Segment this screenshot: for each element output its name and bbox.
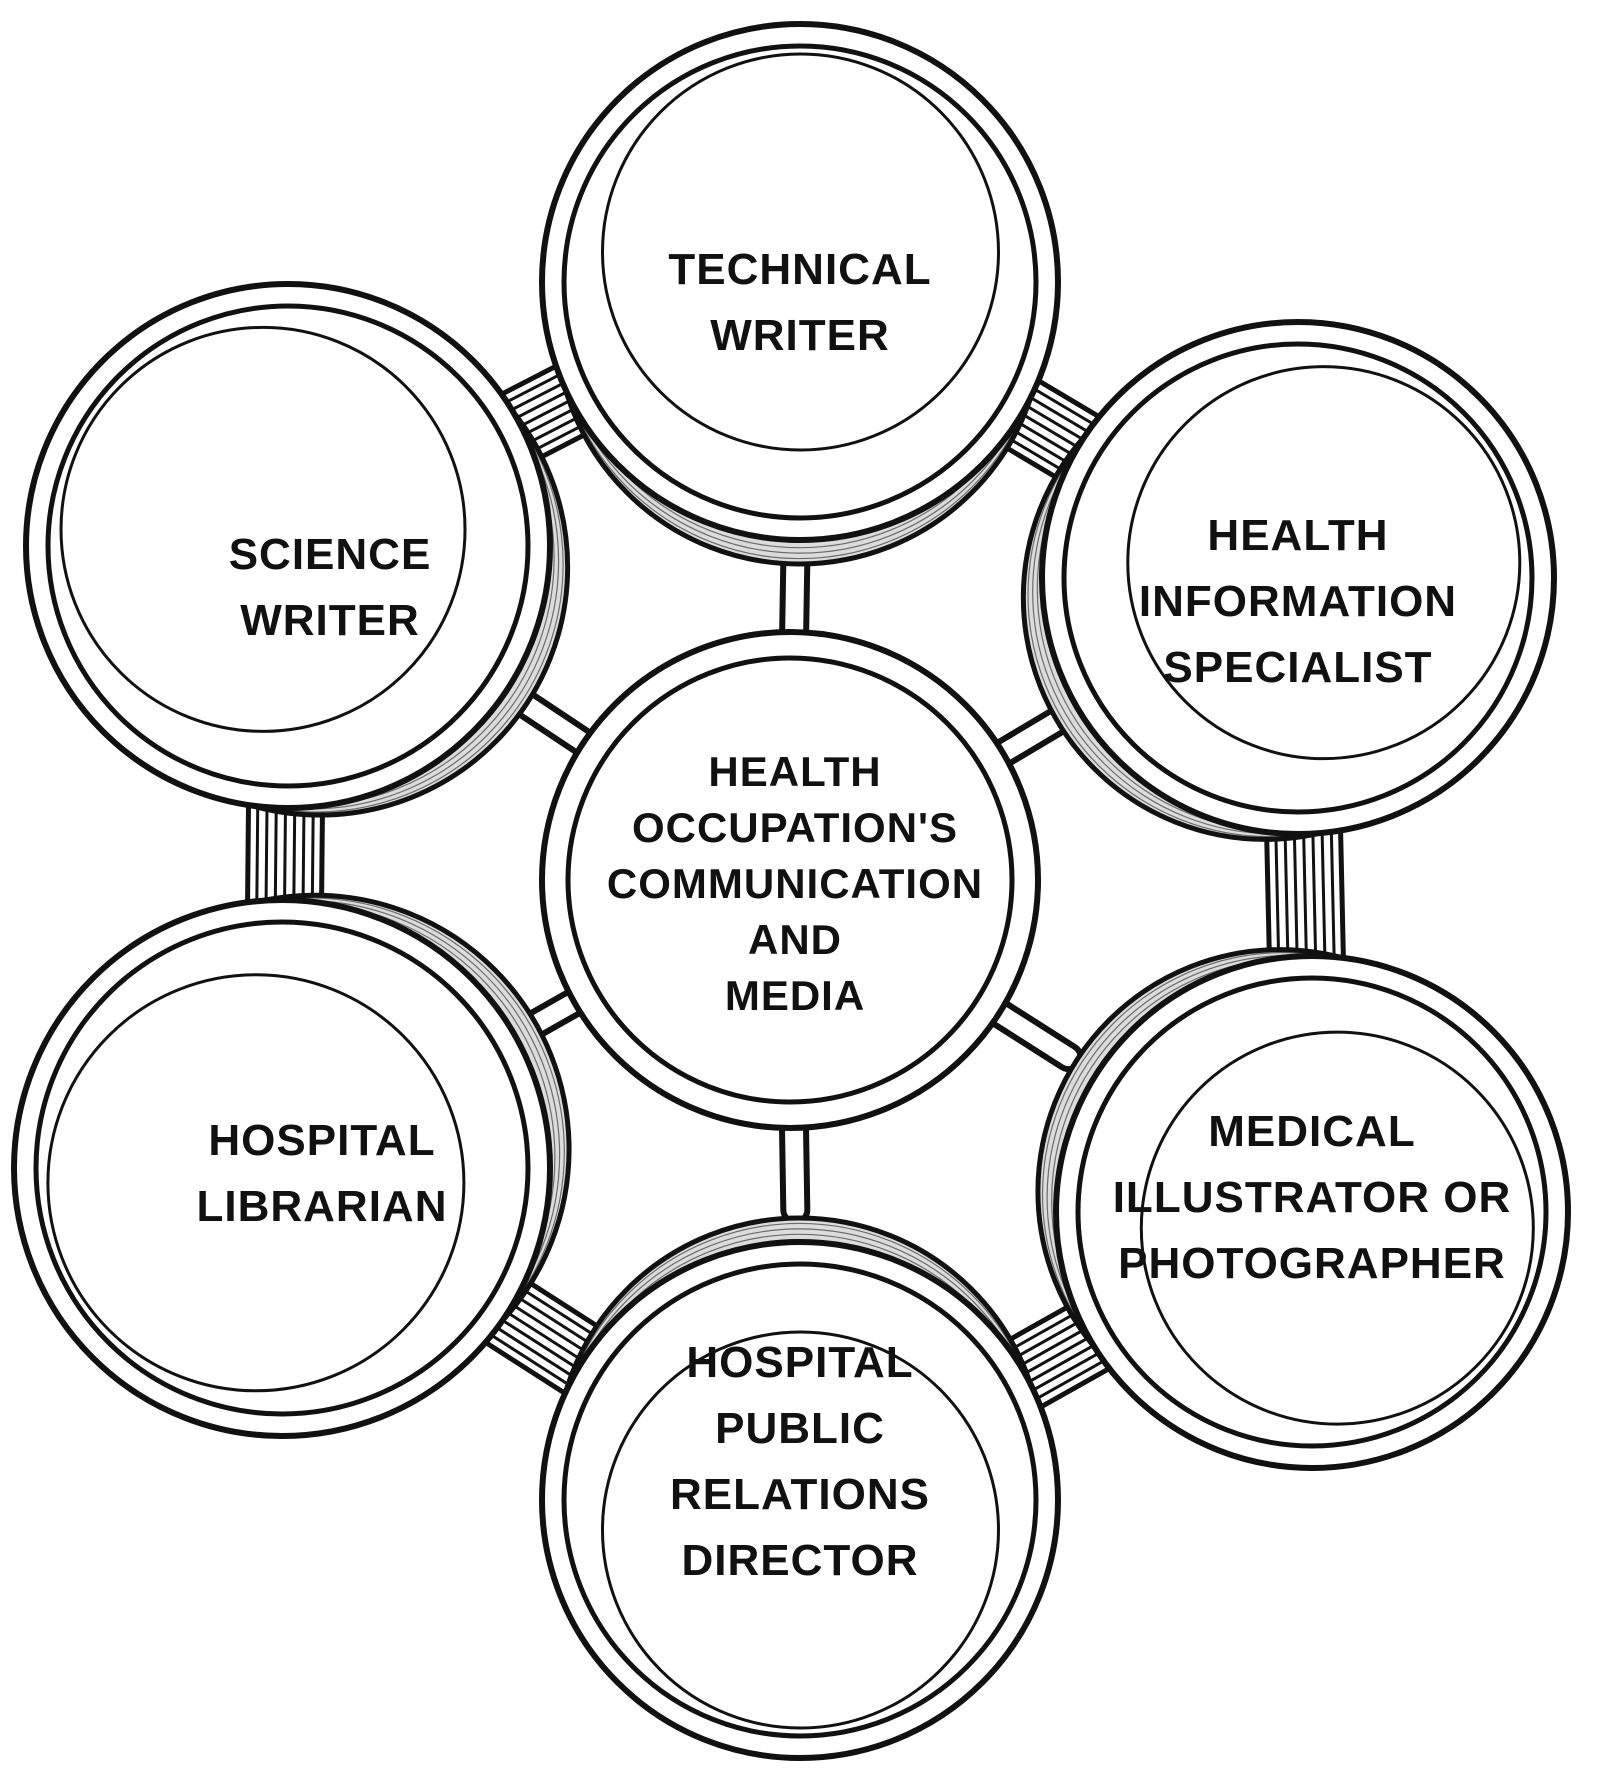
center-label-line: MEDIA xyxy=(724,972,866,1019)
node-inner-rim xyxy=(1075,975,1549,1449)
node-medical-illustrator xyxy=(1035,947,1571,1471)
node-inner-arc xyxy=(46,973,466,1393)
node-label-line: PHOTOGRAPHER xyxy=(1118,1239,1506,1288)
node-outer-rim xyxy=(539,1239,1061,1761)
node-label-line: ILLUSTRATOR OR xyxy=(1112,1173,1512,1222)
spoke-highlight xyxy=(784,1110,805,1219)
node-hospital-librarian xyxy=(11,892,572,1439)
node-label-line: SCIENCE xyxy=(228,530,432,579)
node-outer-rim xyxy=(11,897,553,1439)
node-label-technical-writer: TECHNICAL WRITER xyxy=(668,237,931,369)
node-hospital-public-relations-director xyxy=(539,1215,1061,1761)
node-label-line: INFORMATION xyxy=(1138,577,1458,626)
node-label-medical-illustrator: MEDICAL ILLUSTRATOR OR PHOTOGRAPHER xyxy=(1113,1099,1512,1297)
node-inner-arc xyxy=(601,52,1001,452)
center-hub-label: HEALTH OCCUPATION'S COMMUNICATION AND ME… xyxy=(607,744,983,1024)
node-health-information-specialist xyxy=(1020,319,1557,842)
node-label-line: RELATIONS xyxy=(670,1470,930,1519)
center-label-line: COMMUNICATION xyxy=(606,860,984,907)
node-outer-rim xyxy=(1039,319,1557,837)
node-inner-rim xyxy=(45,303,531,789)
center-label-line: AND xyxy=(748,916,842,963)
node-label-science-writer: SCIENCE WRITER xyxy=(229,522,432,654)
node-outer-rim xyxy=(23,281,553,811)
node-inner-rim xyxy=(561,1261,1039,1739)
center-label-line: OCCUPATION'S xyxy=(631,804,959,851)
node-inner-arc xyxy=(59,325,467,733)
node-label-line: MEDICAL xyxy=(1208,1107,1416,1156)
node-inner-arc xyxy=(1126,365,1522,761)
node-inner-rim xyxy=(33,919,531,1417)
node-inner-arc xyxy=(1139,1030,1535,1426)
node-label-hospital-librarian: HOSPITAL LIBRARIAN xyxy=(197,1108,448,1240)
center-hub xyxy=(539,629,1041,1131)
node-label-line: HOSPITAL xyxy=(208,1116,436,1165)
node-label-line: WRITER xyxy=(710,311,890,360)
node-outer-rim xyxy=(539,21,1061,543)
node-inner-arc xyxy=(600,1330,1000,1730)
node-label-line: WRITER xyxy=(240,596,420,645)
node-outer-rim xyxy=(1053,953,1571,1471)
node-science-writer xyxy=(23,281,571,818)
node-label-line: DIRECTOR xyxy=(681,1536,919,1585)
outer-nodes xyxy=(11,21,1571,1761)
node-label-line: SPECIALIST xyxy=(1163,643,1433,692)
node-inner-rim xyxy=(561,43,1039,521)
spoke-highlight xyxy=(983,999,1078,1067)
node-label-line: LIBRARIAN xyxy=(196,1182,448,1231)
node-label-health-information-specialist: HEALTH INFORMATION SPECIALIST xyxy=(1139,503,1457,701)
node-technical-writer xyxy=(539,21,1061,567)
node-label-line: HEALTH xyxy=(1207,511,1389,560)
node-label-line: PUBLIC xyxy=(715,1404,885,1453)
node-label-hospital-public-relations-director: HOSPITAL PUBLIC RELATIONS DIRECTOR xyxy=(670,1330,930,1594)
center-label-line: HEALTH xyxy=(708,748,882,795)
node-inner-rim xyxy=(1061,341,1535,815)
node-label-line: TECHNICAL xyxy=(668,245,932,294)
node-label-line: HOSPITAL xyxy=(686,1338,914,1387)
